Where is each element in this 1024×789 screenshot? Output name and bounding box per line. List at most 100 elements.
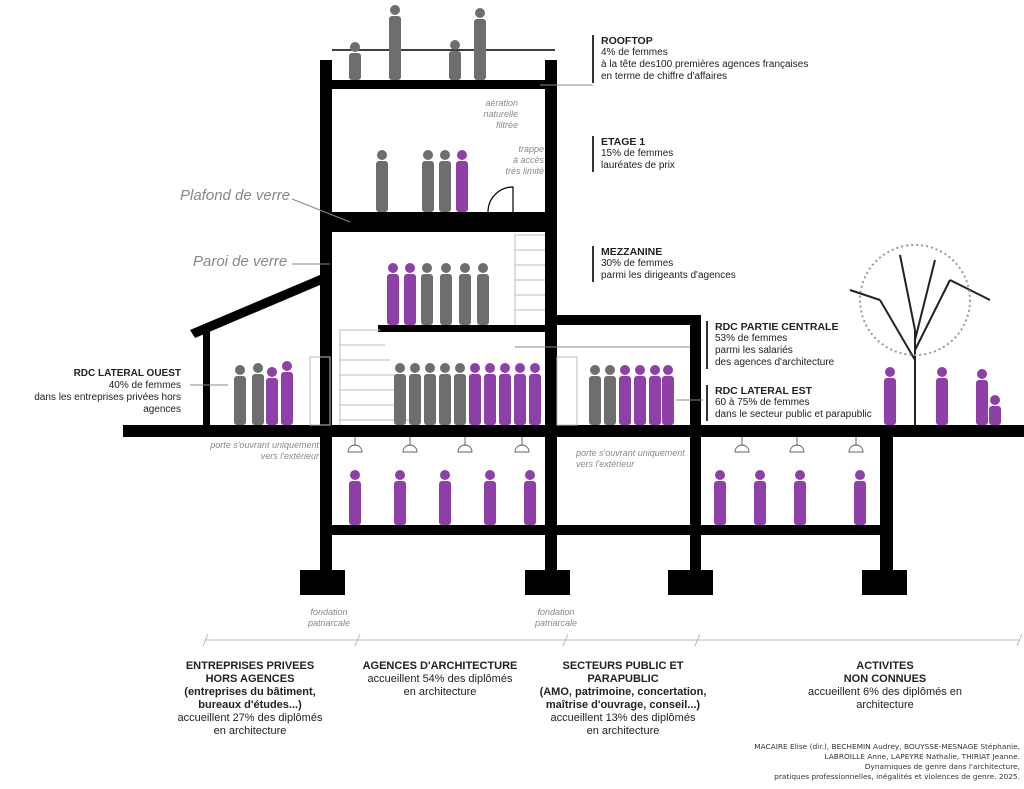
category-public: SECTEURS PUBLIC ET PARAPUBLIC (AMO, patr… <box>528 660 718 738</box>
person-figure <box>394 363 406 425</box>
label-title: ROOFTOP <box>601 35 653 47</box>
annotation-line: très limité <box>505 166 544 176</box>
lamp-icon <box>514 437 530 453</box>
category-line: accueillent 54% des diplômés <box>367 673 513 685</box>
glass-ceiling-slab <box>320 212 557 232</box>
annotation-line: vers l'extérieur <box>260 451 319 461</box>
label-rdc-ouest: RDC LATERAL OUEST 40% de femmes dans les… <box>0 368 181 416</box>
label-etage-1: ETAGE 1 15% de femmes lauréates de prix <box>592 136 675 172</box>
citation-line: MACAIRE Elise (dir.), BECHEMIN Audrey, B… <box>754 742 1020 751</box>
label-title: RDC PARTIE CENTRALE <box>715 321 839 333</box>
person-figure <box>884 367 896 425</box>
annotation-line: naturelle <box>483 109 518 119</box>
category-line: en architecture <box>586 725 660 737</box>
trap-door <box>487 186 514 213</box>
label-title: MEZZANINE <box>601 246 663 258</box>
category-title: maîtrise d'ouvrage, conseil...) <box>545 699 701 711</box>
person-figure <box>976 369 988 425</box>
person-figure <box>499 363 511 425</box>
person-figure <box>524 470 536 525</box>
category-title: ACTIVITES <box>856 660 914 672</box>
category-line: en architecture <box>403 686 477 698</box>
label-line: 40% de femmes <box>108 380 181 391</box>
person-figure <box>794 470 806 525</box>
person-figure <box>936 367 948 425</box>
people-figures <box>234 5 1001 525</box>
label-line: des agences d'architecture <box>715 357 835 368</box>
person-figure <box>662 365 674 425</box>
person-figure <box>440 263 452 325</box>
east-annex-wall <box>690 315 701 580</box>
annotation-line: porte s'ouvrant uniquement <box>576 448 685 458</box>
person-figure <box>424 363 436 425</box>
person-figure <box>454 363 466 425</box>
person-figure <box>484 363 496 425</box>
annotation-foundation: fondation patriarcale <box>535 607 577 629</box>
person-figure <box>484 470 496 525</box>
person-figure <box>754 470 766 525</box>
west-annex-roof <box>190 275 320 338</box>
label-line: 15% de femmes <box>601 148 674 159</box>
category-title: bureaux d'études...) <box>198 699 302 711</box>
person-figure <box>404 263 416 325</box>
person-figure <box>234 365 246 425</box>
person-figure <box>449 40 461 80</box>
lamp-icon <box>402 437 418 453</box>
label-line: 4% de femmes <box>601 47 668 58</box>
mezzanine-floor <box>378 325 546 332</box>
lamp-icon <box>734 437 750 453</box>
person-figure <box>389 5 401 80</box>
glass-wall-label: Paroi de verre <box>193 253 288 270</box>
person-figure <box>421 263 433 325</box>
label-title: RDC LATERAL EST <box>715 385 813 397</box>
roof-slab <box>320 80 557 89</box>
annotation-line: patriarcale <box>535 618 578 628</box>
annotation-line: patriarcale <box>308 618 351 628</box>
label-title: ETAGE 1 <box>601 136 646 148</box>
category-baseline <box>202 633 1023 647</box>
label-mezzanine: MEZZANINE 30% de femmes parmi les dirige… <box>592 246 736 282</box>
label-line: à la tête des100 premières agences franç… <box>601 59 809 70</box>
annotation-door-west: porte s'ouvrant uniquement vers l'extéri… <box>210 440 319 462</box>
person-figure <box>387 263 399 325</box>
foundation <box>862 570 907 595</box>
category-title: (AMO, patrimoine, concertation, <box>539 686 707 698</box>
person-figure <box>376 150 388 212</box>
label-rdc-centrale: RDC PARTIE CENTRALE 53% de femmes parmi … <box>706 321 838 369</box>
label-line: parmi les salariés <box>715 345 793 356</box>
category-title: (entreprises du bâtiment, <box>184 686 316 698</box>
label-rdc-est: RDC LATERAL EST 60 à 75% de femmes dans … <box>706 385 872 421</box>
structure <box>123 60 1024 595</box>
person-figure <box>989 395 1001 425</box>
person-figure <box>604 365 616 425</box>
annotation-door-east: porte s'ouvrant uniquement vers l'extéri… <box>576 448 685 470</box>
pointer-arrows <box>190 84 703 401</box>
category-line: accueillent 6% des diplômés en <box>807 686 963 698</box>
annotation-line: fondation <box>537 607 575 617</box>
foundation <box>668 570 713 595</box>
label-line: dans les entreprises privées hors agence… <box>34 392 181 415</box>
person-figure <box>854 470 866 525</box>
category-line: accueillent 13% des diplômés <box>550 712 696 724</box>
ground-slab <box>123 425 1024 437</box>
annotation-line: trappe <box>518 144 544 154</box>
foundation <box>525 570 570 595</box>
category-title: AGENCES D'ARCHITECTURE <box>362 660 518 672</box>
category-title: PARAPUBLIC <box>587 673 659 685</box>
person-figure <box>634 365 646 425</box>
person-figure <box>349 42 361 80</box>
category-title: ENTREPRISES PRIVEES <box>185 660 315 672</box>
person-figure <box>456 150 468 212</box>
annotation-line: vers l'extérieur <box>576 459 635 469</box>
person-figure <box>477 263 489 325</box>
label-line: 60 à 75% de femmes <box>715 397 810 408</box>
person-figure <box>439 363 451 425</box>
annotation-line: aération <box>485 98 518 108</box>
person-figure <box>619 365 631 425</box>
person-figure <box>409 363 421 425</box>
label-line: dans le secteur public et parapublic <box>715 409 872 420</box>
west-annex-wall <box>203 330 210 425</box>
category-title: NON CONNUES <box>843 673 927 685</box>
citation-line: LABROILLE Anne, LAPEYRE Nathalie, THIRIA… <box>824 752 1020 761</box>
